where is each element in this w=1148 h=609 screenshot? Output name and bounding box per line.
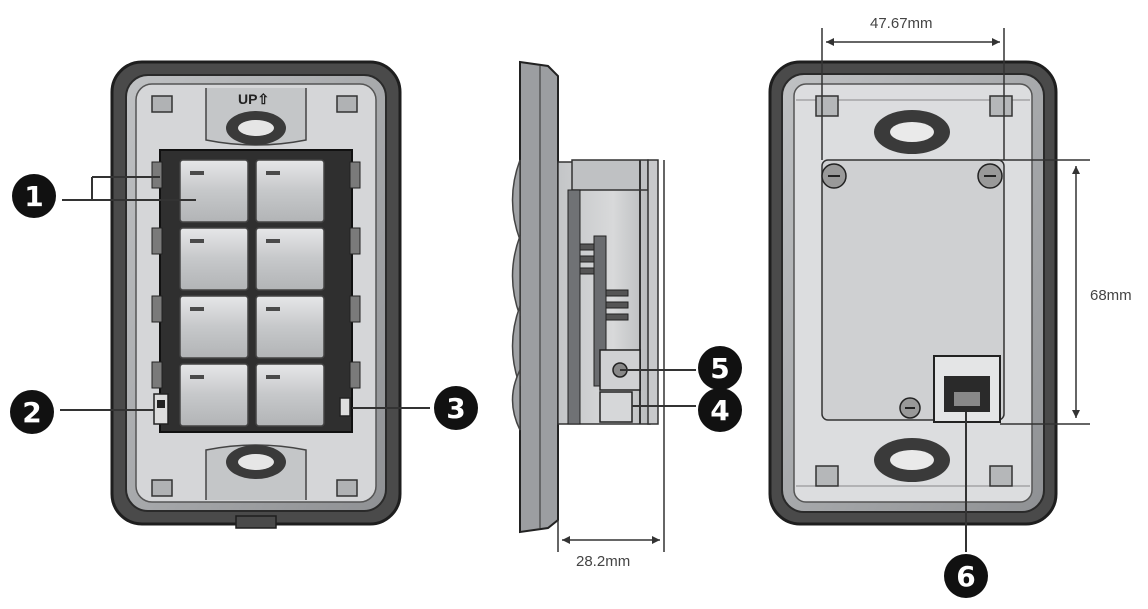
callout-number: 5 bbox=[710, 352, 729, 385]
front-view: UP⇧ bbox=[10, 60, 478, 529]
keypad-button[interactable] bbox=[255, 295, 325, 359]
led-indicator bbox=[266, 375, 280, 379]
callout-1: 1 bbox=[12, 174, 196, 218]
height-label: 68mm bbox=[1090, 287, 1132, 304]
side-face-plate bbox=[519, 60, 559, 534]
led-indicator bbox=[266, 239, 280, 243]
led-indicator bbox=[266, 307, 280, 311]
led-indicator bbox=[190, 375, 204, 379]
depth-dimension: 28.2mm bbox=[557, 160, 665, 570]
side-view: 5 4 28.2mm bbox=[511, 60, 742, 570]
led-indicator bbox=[190, 307, 204, 311]
callout-2: 2 bbox=[10, 390, 154, 434]
callout-number: 4 bbox=[710, 394, 729, 427]
side-connector bbox=[599, 391, 633, 423]
callout-4: 4 bbox=[632, 388, 742, 432]
keypad-button[interactable] bbox=[179, 363, 249, 427]
keypad-button[interactable] bbox=[255, 227, 325, 291]
mounting-screw bbox=[977, 163, 1003, 189]
led-indicator bbox=[190, 239, 204, 243]
led-indicator bbox=[190, 171, 204, 175]
corner-tab bbox=[336, 479, 358, 497]
keypad-button[interactable] bbox=[179, 159, 249, 223]
jumper-switch bbox=[153, 393, 169, 425]
corner-tab bbox=[151, 95, 173, 113]
back-view: 6 47.67mm 68mm bbox=[768, 15, 1132, 598]
button-grid bbox=[179, 159, 325, 427]
width-label: 47.67mm bbox=[870, 15, 933, 32]
corner-tab bbox=[336, 95, 358, 113]
callout-3: 3 bbox=[352, 386, 478, 430]
height-dimension: 68mm bbox=[990, 159, 1132, 425]
callout-5: 5 bbox=[620, 346, 742, 390]
keypad-button[interactable] bbox=[179, 227, 249, 291]
callout-number: 2 bbox=[22, 396, 41, 429]
mounting-screw bbox=[821, 163, 847, 189]
keypad-button[interactable] bbox=[179, 295, 249, 359]
keypad-button[interactable] bbox=[255, 363, 325, 427]
width-dimension: 47.67mm bbox=[821, 15, 1005, 160]
callout-number: 3 bbox=[446, 392, 465, 425]
callout-6: 6 bbox=[944, 412, 988, 598]
led-indicator bbox=[266, 171, 280, 175]
up-label: UP⇧ bbox=[238, 91, 269, 107]
mounting-screw bbox=[899, 397, 921, 419]
callout-number: 6 bbox=[956, 560, 975, 593]
depth-label: 28.2mm bbox=[576, 553, 630, 570]
corner-tab bbox=[151, 479, 173, 497]
callout-number: 1 bbox=[24, 180, 43, 213]
keypad-button[interactable] bbox=[255, 159, 325, 223]
config-switch bbox=[339, 397, 351, 417]
